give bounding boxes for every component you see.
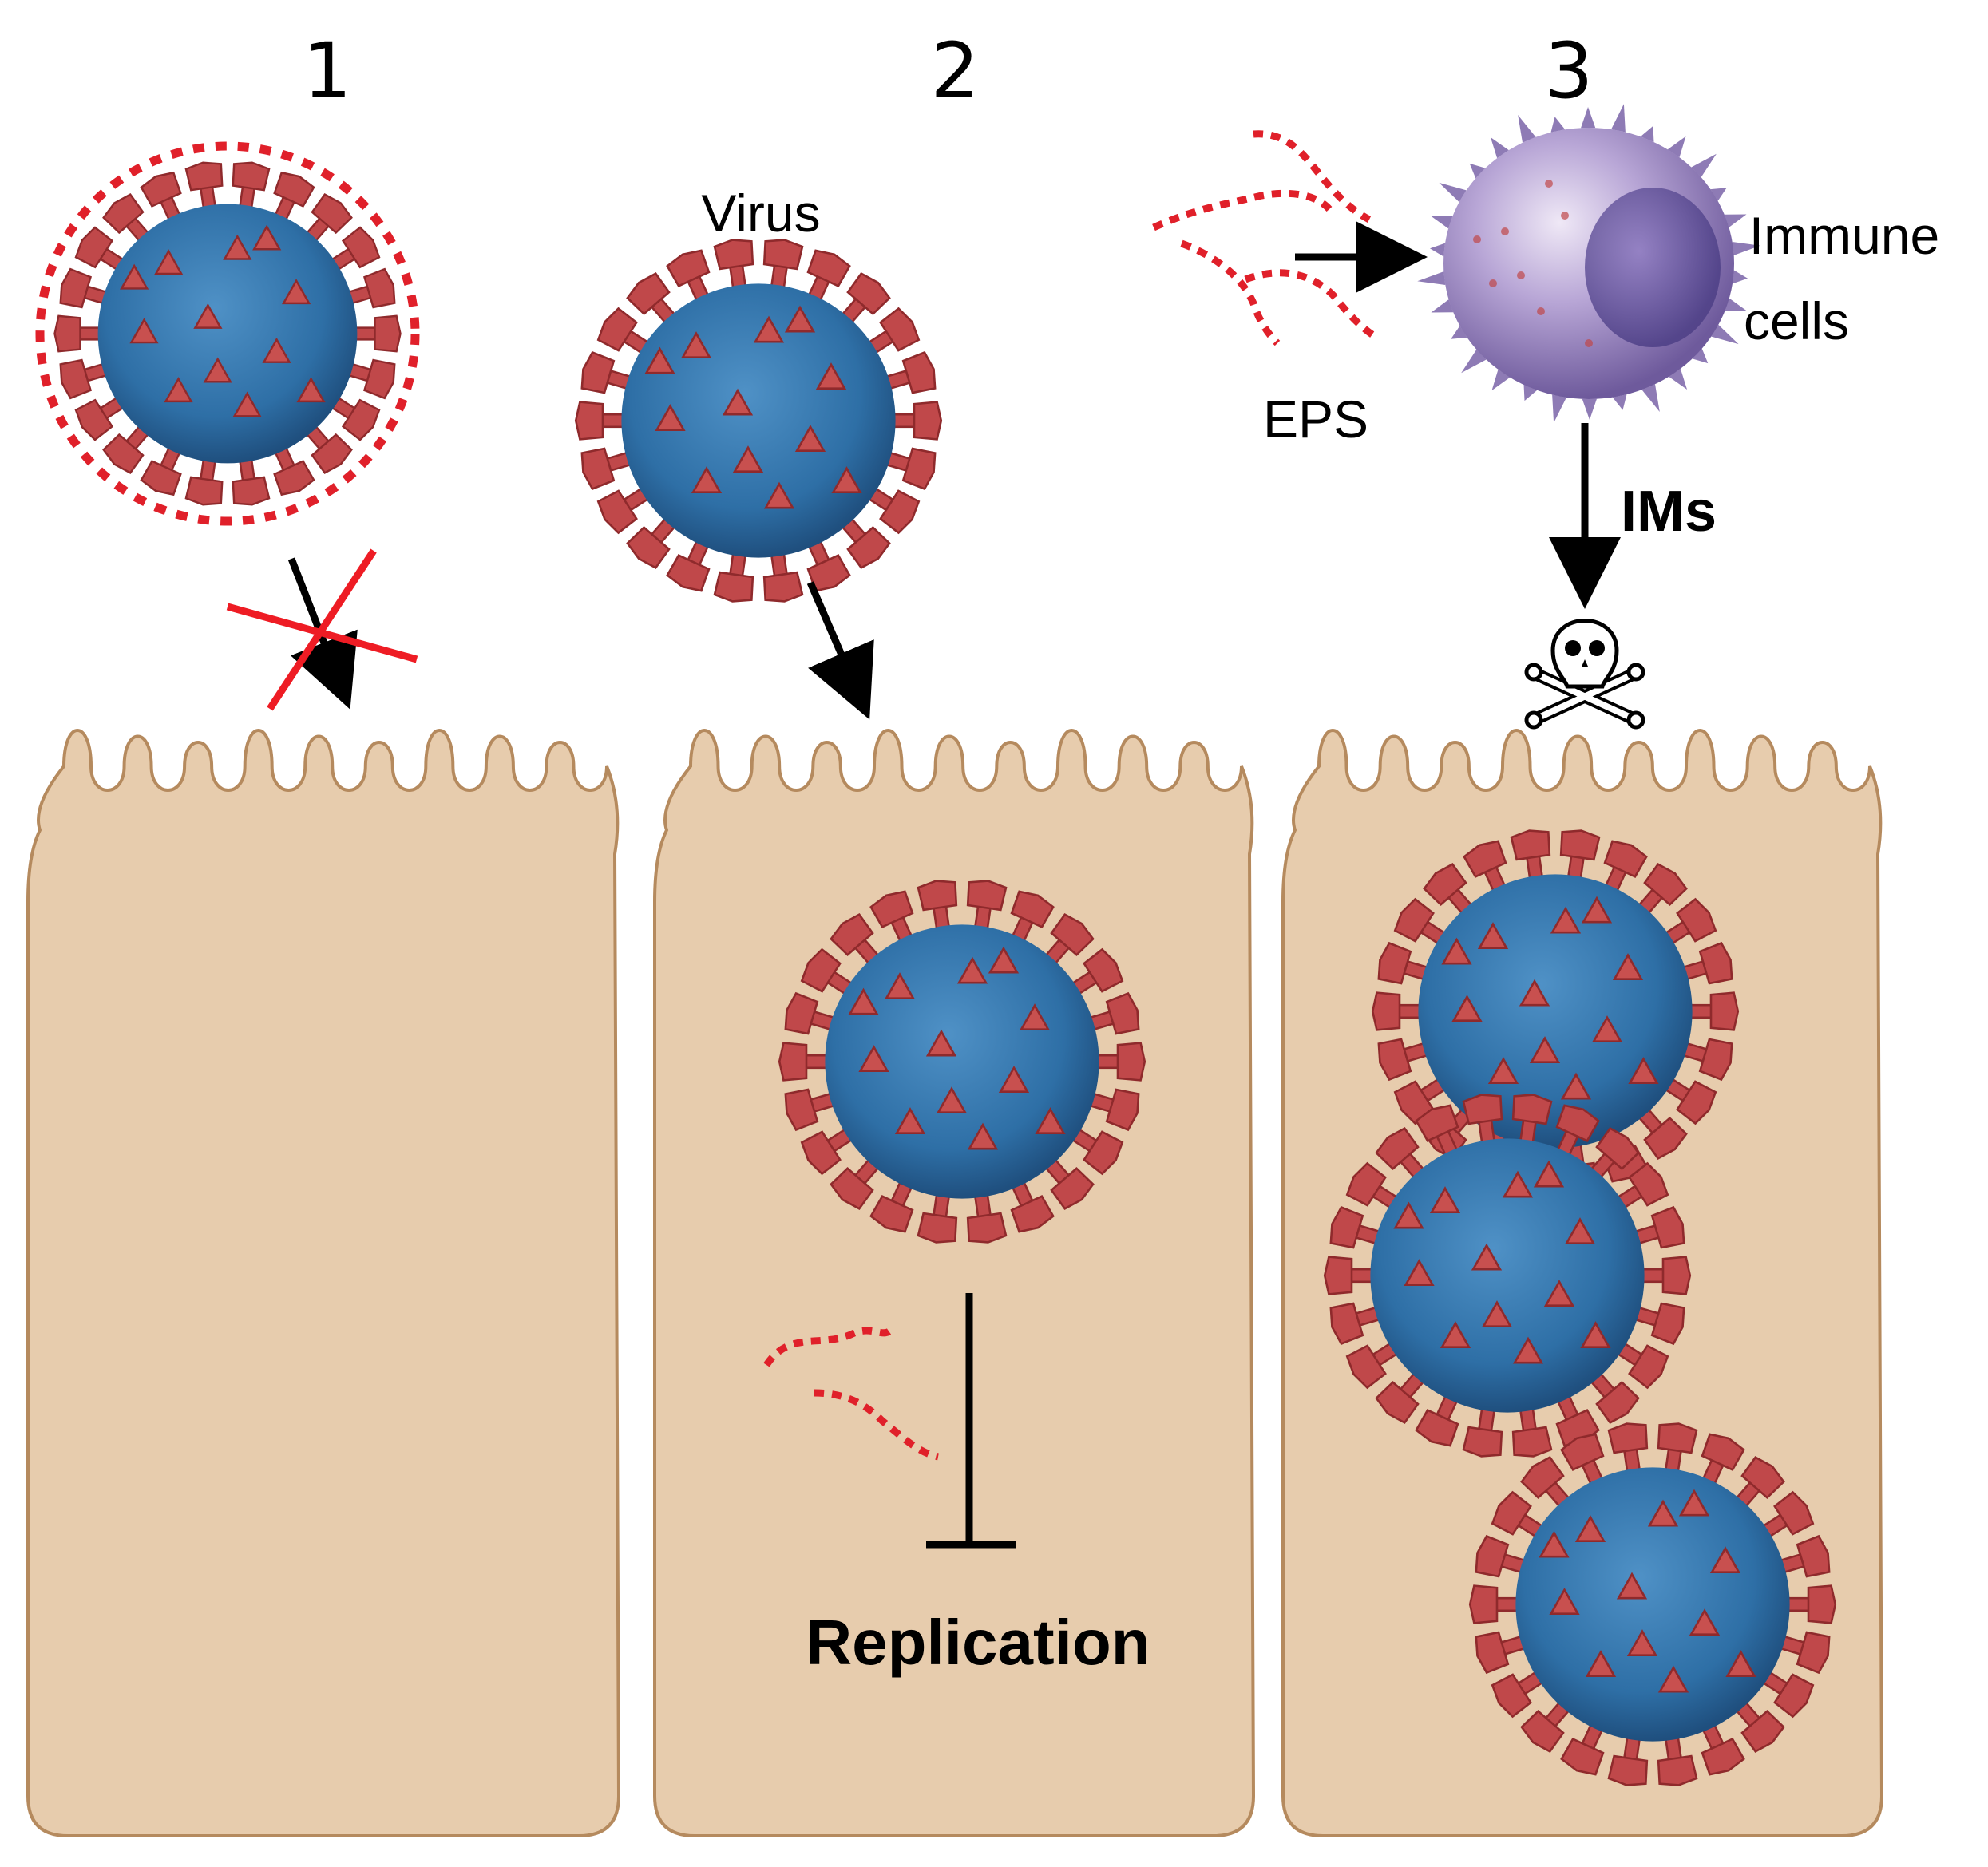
block-x-icon <box>226 548 418 711</box>
eps-coating-ring <box>35 141 420 526</box>
panel-3-number: 3 <box>1544 26 1593 116</box>
eps-label: EPS <box>1263 390 1368 449</box>
polysaccharide-chain-icon <box>763 1324 940 1461</box>
coronavirus-icon <box>53 159 402 508</box>
inhibition-symbol <box>926 1293 1016 1549</box>
coronavirus-icon <box>1468 1419 1837 1790</box>
immune-cells-label-line2: cells <box>1744 291 1849 350</box>
immune-cells-label-line1: Immune <box>1749 206 1939 265</box>
coronavirus-icon <box>778 876 1146 1247</box>
coronavirus-icon <box>574 235 943 606</box>
entry-arrow-blocked <box>287 557 358 710</box>
replication-label: Replication <box>806 1607 1150 1678</box>
virus-label: Virus <box>701 184 820 243</box>
eps-coated-virus <box>35 141 420 526</box>
entry-arrow <box>806 581 874 720</box>
coronavirus-icon <box>1323 1090 1692 1461</box>
panel-2-number: 2 <box>930 26 979 116</box>
ims-label: IMs <box>1621 480 1717 544</box>
immune-cell-icon <box>1417 104 1760 423</box>
skull-crossbones-icon <box>1524 619 1645 730</box>
epithelial-cell-1 <box>26 729 621 1837</box>
polysaccharide-chain-icon <box>1152 130 1376 346</box>
panel-1-number: 1 <box>303 26 351 116</box>
